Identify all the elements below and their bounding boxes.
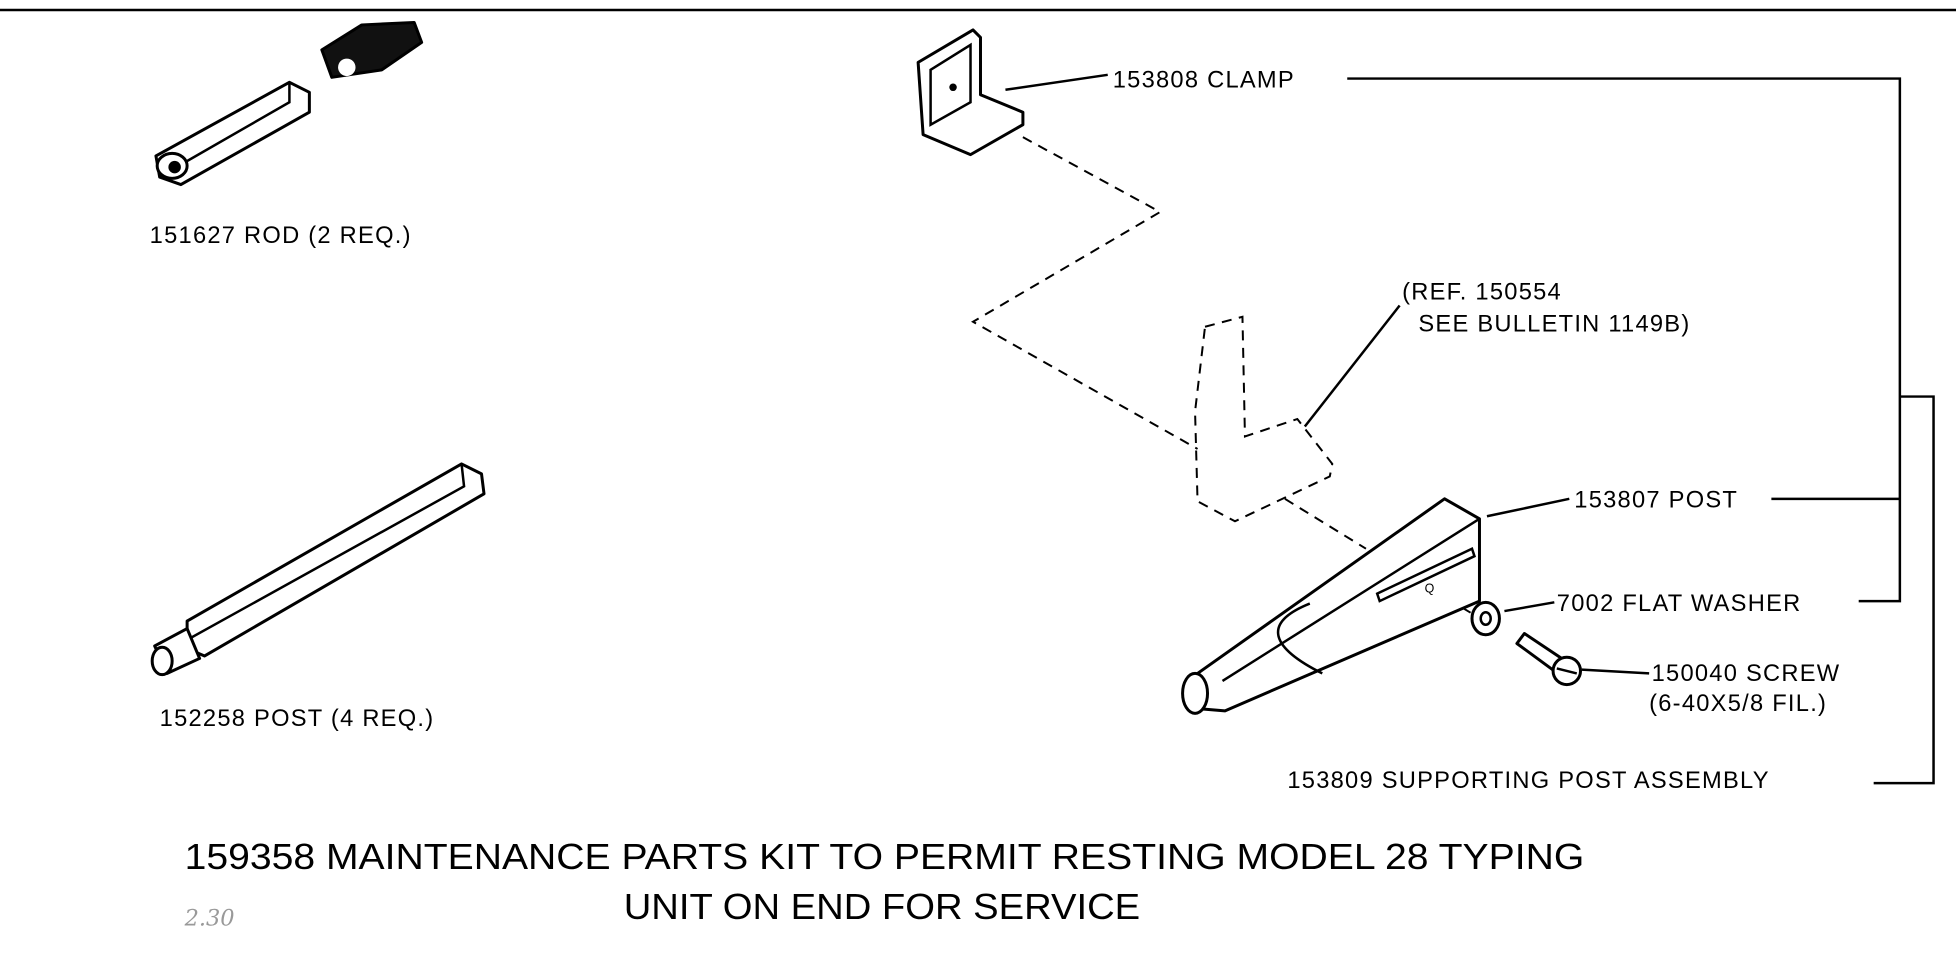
- svg-text:Q: Q: [1425, 581, 1435, 595]
- screw-label-line1: 150040 SCREW: [1652, 661, 1841, 687]
- ref-label-line2: SEE BULLETIN 1149B): [1418, 312, 1690, 338]
- small-post-drawing: [150, 462, 486, 677]
- title-line2: UNIT ON END FOR SERVICE: [624, 886, 1140, 927]
- clamp-drawing: [916, 28, 1025, 157]
- rod-label: 151627 ROD (2 REQ.): [150, 223, 412, 249]
- handwritten-note: 2.30: [184, 905, 235, 931]
- screw-drawing: [1515, 632, 1583, 687]
- washer-label: 7002 FLAT WASHER: [1557, 591, 1802, 617]
- ref-label-line1: (REF. 150554: [1402, 279, 1562, 305]
- assembly-label: 153809 SUPPORTING POST ASSEMBLY: [1287, 768, 1769, 794]
- washer-drawing: [1470, 600, 1501, 637]
- post-drawing: Q: [1181, 497, 1481, 715]
- small-post-label: 152258 POST (4 REQ.): [160, 706, 435, 732]
- reference-bracket-drawing: [1194, 315, 1334, 523]
- clamp-label: 153808 CLAMP: [1113, 67, 1295, 93]
- title-line1: 159358 MAINTENANCE PARTS KIT TO PERMIT R…: [185, 836, 1585, 877]
- screw-label-line2: (6-40X5/8 FIL.): [1649, 691, 1827, 717]
- post-label: 153807 POST: [1574, 488, 1738, 514]
- assembly-bracket-lines: [1347, 77, 1935, 785]
- rod-drawing: [154, 20, 424, 187]
